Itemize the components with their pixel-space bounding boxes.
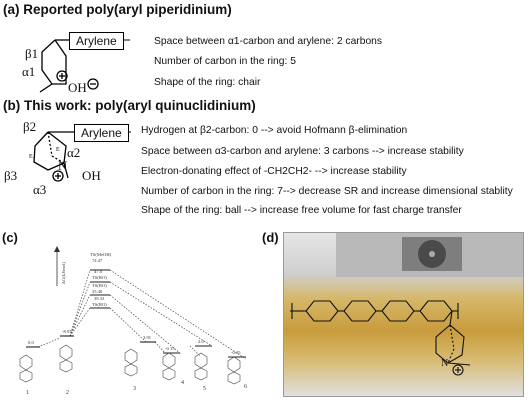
ts-label-1: TS(MeOH) xyxy=(90,252,112,257)
b-line-2: Space between α3-carbon and arylene: 3 c… xyxy=(141,146,464,157)
state-number-4: 4 xyxy=(181,380,184,386)
ts-value-2: 47.0 xyxy=(94,269,103,274)
panel-d-letter: (d) xyxy=(262,230,279,245)
state-number-2: 2 xyxy=(66,390,69,396)
n-label-d: N xyxy=(441,358,448,369)
a-line-2: Number of carbon in the ring: 5 xyxy=(154,56,296,67)
state-number-1: 1 xyxy=(26,390,29,396)
b-line-3: Electron-donating effect of -CH2CH2- -->… xyxy=(141,166,407,177)
ts-value-1: 74.47 xyxy=(92,258,103,263)
a-line-3: Shape of the ring: chair xyxy=(154,77,261,88)
svg-text:E: E xyxy=(29,154,33,160)
ts-value-3: 35.40 xyxy=(92,289,103,294)
membrane-photo: N xyxy=(283,232,524,397)
energy-label-4: -0.15 xyxy=(165,346,175,351)
energy-label-1: 0.0 xyxy=(28,340,34,345)
alpha1-label: α1 xyxy=(22,64,36,79)
section-b-title: (b) This work: poly(aryl quinuclidinium) xyxy=(3,98,256,113)
arylene-box-b: Arylene xyxy=(74,124,129,142)
state-number-6: 6 xyxy=(244,384,247,390)
energy-label-2: -8.97 xyxy=(62,329,72,334)
alpha2-label: α2 xyxy=(67,145,81,160)
ts-label-2: TS(RO) xyxy=(92,275,107,280)
axis-label: ΔG(kJ/mol) xyxy=(61,262,66,284)
membrane-photo-overlay: N xyxy=(290,233,523,376)
beta3-label: β3 xyxy=(4,168,18,183)
b-line-4: Number of carbon in the ring: 7--> decre… xyxy=(141,186,513,197)
state-number-5: 5 xyxy=(203,386,206,392)
beta1-label: β1 xyxy=(25,46,39,61)
ts-label-4: TS(RO) xyxy=(92,302,107,307)
alpha3-label: α3 xyxy=(33,182,47,197)
beta2-label: β2 xyxy=(23,119,37,134)
ts-value-4: 39.33 xyxy=(94,296,105,301)
panel-c-letter: (c) xyxy=(2,230,18,245)
section-a-title: (a) Reported poly(aryl piperidinium) xyxy=(3,2,232,17)
arylene-box-a: Arylene xyxy=(69,32,124,50)
hydroxide-a: OH xyxy=(68,80,87,95)
b-line-1: Hydrogen at β2-carbon: 0 --> avoid Hofma… xyxy=(141,125,408,136)
energy-label-3: 3.91 xyxy=(143,335,152,340)
hydroxide-b: OH xyxy=(82,168,101,183)
n-label-b: N xyxy=(58,158,68,173)
energy-label-5: 2.0 xyxy=(198,339,204,344)
piperidinium-structure xyxy=(39,39,130,93)
state-number-3: 3 xyxy=(133,386,136,392)
a-line-1: Space between α1-carbon and arylene: 2 c… xyxy=(154,36,383,47)
energy-profile-diagram: ΔG(kJ/mol) 0.0 -8.97 3.91 -0.15 2.0 -0.3… xyxy=(19,246,247,396)
energy-label-6: -0.35 xyxy=(231,350,241,355)
ts-label-3: TS(RO) xyxy=(92,283,107,288)
b-line-5: Shape of the ring: ball --> increase fre… xyxy=(141,205,462,216)
svg-text:E: E xyxy=(56,147,60,153)
